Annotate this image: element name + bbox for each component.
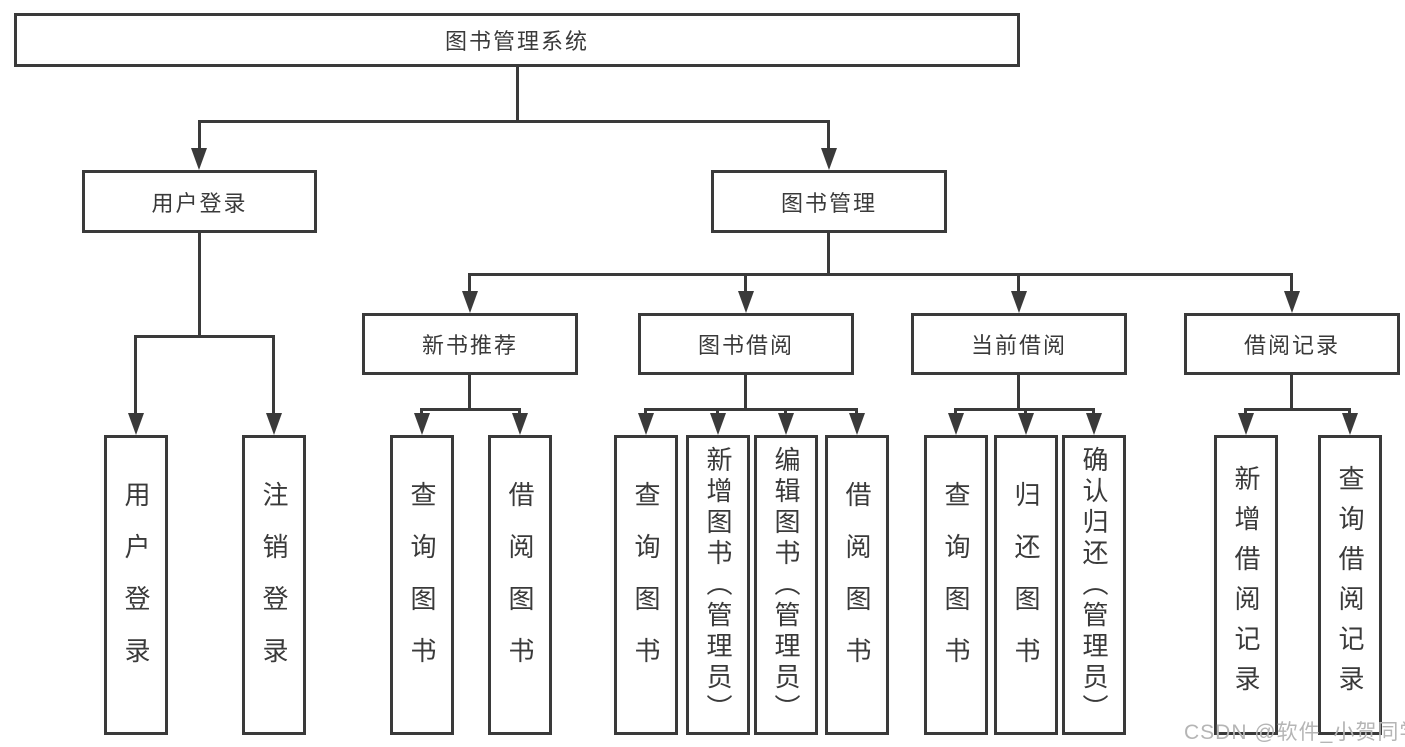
arrow-down-icon [1342,413,1358,435]
node-label: 新书推荐 [421,333,518,358]
leaf-label: 确认归还（管理员） [1079,445,1109,725]
leaf-query-borrow-record: 查询借阅记录 [1318,435,1382,735]
arrow-down-icon [638,413,654,435]
leaf-label: 注销登录 [259,481,289,689]
connector-line [420,408,521,411]
connector-line [198,233,201,335]
leaf-label: 用户登录 [121,481,151,689]
connector-line [1092,408,1095,414]
connector-line [134,335,137,413]
leaf-edit-books-admin: 编辑图书（管理员） [754,435,818,735]
connector-line [827,120,830,148]
leaf-return-books: 归还图书 [994,435,1058,735]
leaf-label: 借阅图书 [505,481,535,689]
connector-line [1290,375,1293,408]
connector-line [1290,273,1293,291]
leaf-user-login: 用户登录 [104,435,168,735]
arrow-down-icon [821,148,837,170]
leaf-label: 借阅图书 [842,481,872,689]
leaf-borrow-books-recommend: 借阅图书 [488,435,552,735]
arrow-down-icon [414,413,430,435]
connector-line [198,120,201,148]
arrow-down-icon [710,413,726,435]
node-label: 图书管理系统 [444,29,589,54]
arrow-down-icon [1011,291,1027,313]
leaf-label: 查询图书 [407,481,437,689]
connector-line [644,408,858,411]
arrow-down-icon [1238,413,1254,435]
connector-line [1017,273,1020,291]
node-label: 图书管理 [780,190,877,216]
connector-line [954,408,957,414]
node-label: 当前借阅 [970,333,1067,358]
arrow-down-icon [266,413,282,435]
leaf-label: 查询借阅记录 [1335,465,1365,705]
connector-line [744,375,747,408]
connector-line [272,335,275,413]
node-new-book-recommend: 新书推荐 [362,313,578,375]
connector-line [518,408,521,414]
arrow-down-icon [738,291,754,313]
connector-line [468,375,471,408]
connector-line [134,335,275,338]
node-current-borrowing: 当前借阅 [911,313,1127,375]
node-book-borrowing: 图书借阅 [638,313,854,375]
connector-line [468,273,1293,276]
node-label: 用户登录 [151,190,248,216]
node-user-login: 用户登录 [82,170,317,233]
node-label: 图书借阅 [697,333,794,358]
connector-line [468,273,471,291]
arrow-down-icon [462,291,478,313]
arrow-down-icon [1284,291,1300,313]
arrow-down-icon [512,413,528,435]
leaf-label: 编辑图书（管理员） [771,445,801,725]
leaf-logout: 注销登录 [242,435,306,735]
connector-line [420,408,423,414]
arrow-down-icon [128,413,144,435]
node-label: 借阅记录 [1243,333,1340,358]
connector-line [516,67,519,120]
connector-line [784,408,787,414]
arrow-down-icon [1018,413,1034,435]
arrow-down-icon [849,413,865,435]
node-book-management: 图书管理 [711,170,947,233]
leaf-label: 查询图书 [941,481,971,689]
leaf-add-borrow-record: 新增借阅记录 [1214,435,1278,735]
connector-line [1017,375,1020,408]
connector-line [644,408,647,414]
csdn-watermark: CSDN @软件_小贺同学 [1184,721,1405,744]
connector-line [855,408,858,414]
leaf-label: 新增图书（管理员） [703,445,733,725]
connector-line [1244,408,1247,414]
arrow-down-icon [191,148,207,170]
connector-line [1244,408,1351,411]
connector-line [716,408,719,414]
arrow-down-icon [1086,413,1102,435]
connector-line [198,120,830,123]
node-borrowing-records: 借阅记录 [1184,313,1400,375]
arrow-down-icon [948,413,964,435]
leaf-add-books-admin: 新增图书（管理员） [686,435,750,735]
leaf-label: 新增借阅记录 [1231,465,1261,705]
connector-line [744,273,747,291]
arrow-down-icon [778,413,794,435]
leaf-label: 归还图书 [1011,481,1041,689]
leaf-borrow-books: 借阅图书 [825,435,889,735]
connector-line [827,233,830,273]
leaf-query-books-borrowing: 查询图书 [614,435,678,735]
node-root-library-system: 图书管理系统 [14,13,1020,67]
leaf-query-books-current: 查询图书 [924,435,988,735]
connector-line [1024,408,1027,414]
leaf-label: 查询图书 [631,481,661,689]
leaf-confirm-return-admin: 确认归还（管理员） [1062,435,1126,735]
connector-line [1348,408,1351,414]
leaf-query-books-recommend: 查询图书 [390,435,454,735]
